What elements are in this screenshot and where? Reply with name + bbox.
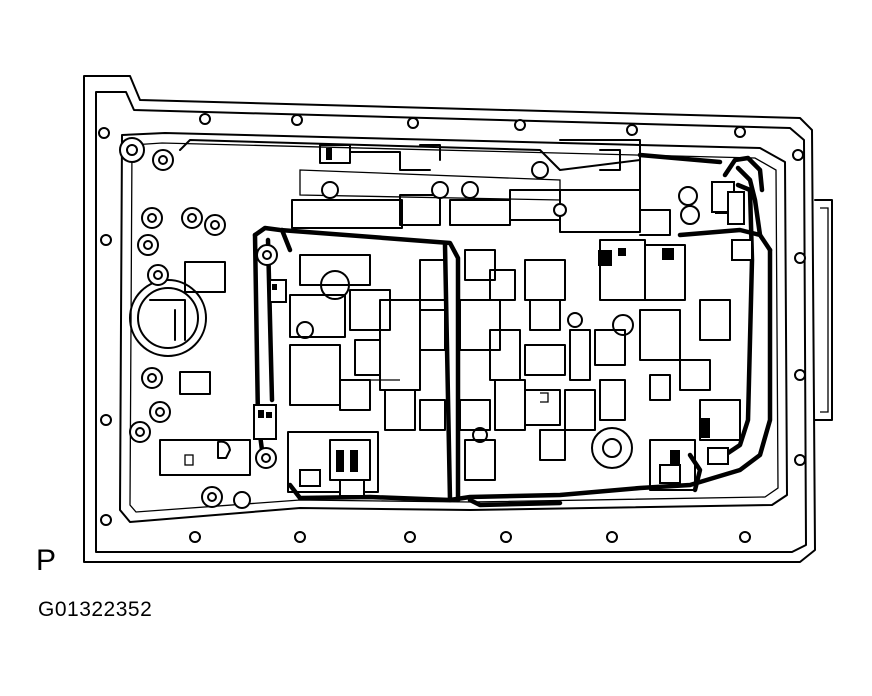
harness-connectors <box>253 181 753 497</box>
valve-body-outline <box>119 132 788 523</box>
left-components <box>119 137 251 509</box>
view-label: P <box>36 544 57 577</box>
transmission-case <box>83 75 833 563</box>
valve-spools <box>289 249 741 481</box>
case-bolt-holes <box>98 113 806 543</box>
top-components <box>291 139 700 236</box>
figure-code: G01322352 <box>38 598 153 621</box>
